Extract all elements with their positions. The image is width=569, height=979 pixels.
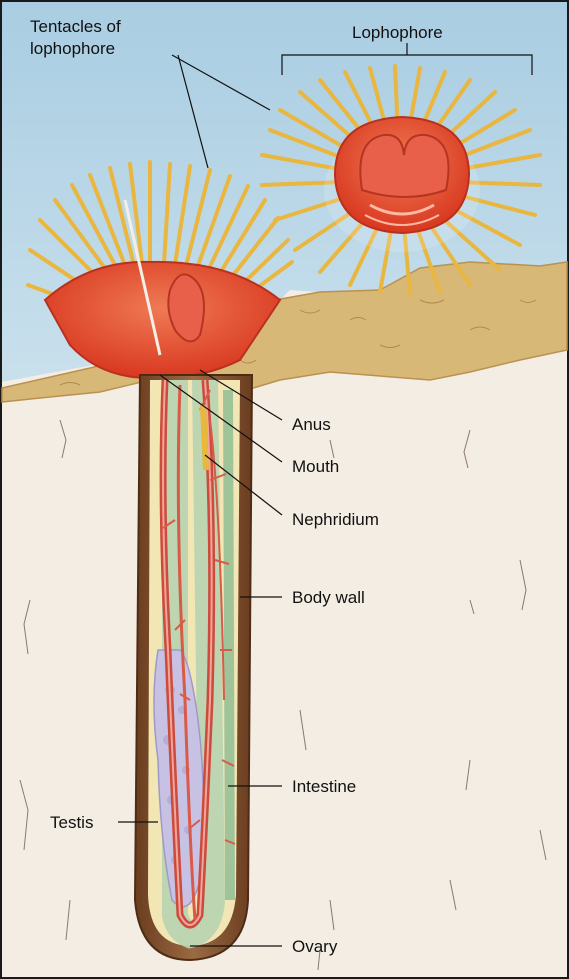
label-tentacles-line2: lophophore	[30, 39, 115, 58]
label-lophophore: Lophophore	[352, 23, 443, 42]
label-mouth: Mouth	[292, 457, 339, 476]
label-testis: Testis	[50, 813, 93, 832]
label-nephridium: Nephridium	[292, 510, 379, 529]
label-intestine: Intestine	[292, 777, 356, 796]
label-body-wall: Body wall	[292, 588, 365, 607]
label-tentacles-line1: Tentacles of	[30, 17, 121, 36]
label-anus: Anus	[292, 415, 331, 434]
label-ovary: Ovary	[292, 937, 338, 956]
